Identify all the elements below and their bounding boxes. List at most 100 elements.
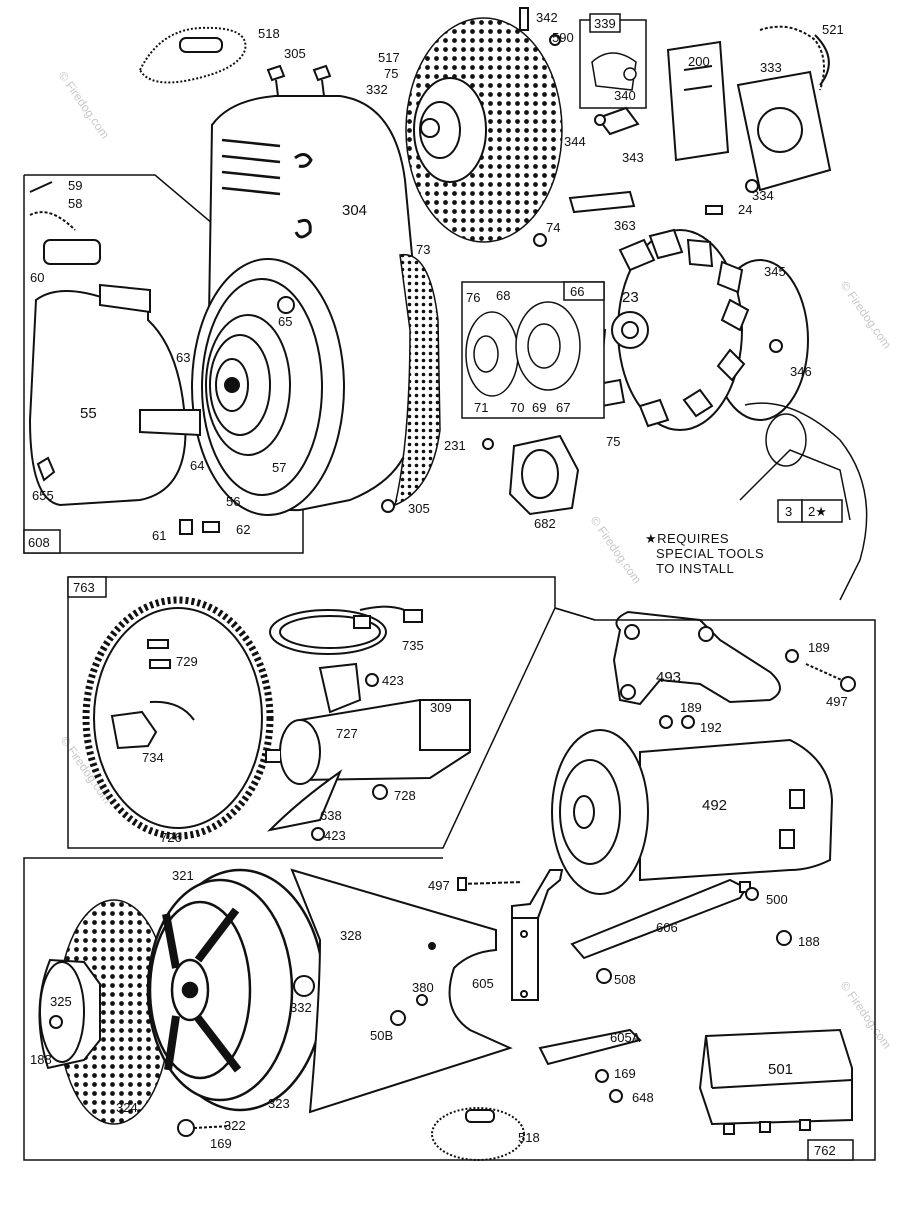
part-label: 56 [226,494,240,509]
ground-wire-518 [138,26,247,84]
part-label: 344 [564,134,586,149]
part-label: 192 [700,720,722,735]
part-label: 735 [402,638,424,653]
part-number-labels: 518 305 517 75 332 342 590 340 200 333 5… [30,10,848,1151]
starter-handle [29,181,101,265]
part-label: 726 [160,830,182,845]
part-label: 75 [606,434,620,449]
part-label: 380 [412,980,434,995]
part-label: 200 [688,54,710,69]
bearing-plate-682 [508,434,580,516]
part-label: 309 [430,700,452,715]
generator-492 [551,729,834,895]
part-label: 305 [284,46,306,61]
part-label: 60 [30,270,44,285]
small-starter-parts [36,456,220,535]
ground-wire-518-bottom [431,1107,525,1161]
part-label: 63 [176,350,190,365]
part-label: 334 [752,188,774,203]
screen-517 [405,17,563,243]
frame-762 [23,607,876,1161]
part-label: 500 [766,892,788,907]
part-label: 75 [384,66,398,81]
part-label: 55 [80,405,97,422]
box-label-2: 2★ [808,504,827,519]
part-label: 76 [466,290,480,305]
bolts-and-screws [177,7,856,1137]
part-label: 169 [614,1066,636,1081]
flywheel-fan [579,228,809,431]
part-label: 729 [176,654,198,669]
part-label: 605 [472,976,494,991]
part-label: 169 [210,1136,232,1151]
box-label-339: 339 [594,16,616,31]
part-label: 728 [394,788,416,803]
rewind-starter-assembly [191,258,345,516]
part-label: 497 [428,878,450,893]
bracket-605 [511,869,642,1066]
voltage-regulator-501 [698,1028,853,1135]
part-label: 73 [416,242,430,257]
part-label: 518 [518,1130,540,1145]
special-tools-note-line-2: SPECIAL TOOLS [656,546,764,561]
magneto-box [461,281,605,419]
part-label: 65 [278,314,292,329]
part-label: 518 [258,26,280,41]
watermark: © Firedog.com [588,514,645,587]
part-label: 638 [320,808,342,823]
part-label: 23 [622,289,639,306]
mounting-bracket-493 [612,610,781,706]
special-tools-note-line-3: TO INSTALL [656,561,734,576]
part-label: 59 [68,178,82,193]
part-label: 62 [236,522,250,537]
part-label: 423 [324,828,346,843]
wiring-harness-735 [269,605,423,655]
part-label: 305 [408,501,430,516]
part-label: 58 [68,196,82,211]
part-label: 342 [536,10,558,25]
starter-motor-727 [265,662,472,832]
part-label: 332 [366,82,388,97]
watermark: © Firedog.com [838,979,895,1052]
part-label: 304 [342,202,367,219]
part-label: 24 [738,202,752,217]
part-label: 323 [268,1096,290,1111]
part-label: 423 [382,673,404,688]
part-label: 64 [190,458,204,473]
part-label: 655 [32,488,54,503]
breaker-points-box [579,13,647,109]
ignition-parts [568,25,832,215]
screws-305 [266,64,332,97]
frame-label-763: 763 [73,580,95,595]
part-label: 324 [116,1100,138,1115]
part-label: 321 [172,868,194,883]
part-label: 70 [510,400,524,415]
watermark: © Firedog.com [838,279,895,352]
part-label: 521 [822,22,844,37]
part-label: 189 [808,640,830,655]
part-label: 68 [496,288,510,303]
pulley-321 [146,868,326,1112]
part-label: 189 [680,700,702,715]
part-label: 493 [656,669,681,686]
part-label: 346 [790,364,812,379]
part-label: 74 [546,220,560,235]
part-label: 71 [474,400,488,415]
part-label: 69 [532,400,546,415]
box-label-66: 66 [570,284,584,299]
frame-label-762: 762 [814,1143,836,1158]
part-label: 727 [336,726,358,741]
starter-cover [28,283,201,507]
special-tools-note-line-1: ★REQUIRES [645,531,729,546]
part-label: 188 [30,1052,52,1067]
part-label: 508 [614,972,636,987]
part-label: 682 [534,516,556,531]
belt-guard-328 [290,868,513,1114]
watermark: © Firedog.com [56,69,113,142]
part-label: 322 [224,1118,246,1133]
part-label: 188 [798,934,820,949]
part-label: 517 [378,50,400,65]
part-label: 333 [760,60,782,75]
